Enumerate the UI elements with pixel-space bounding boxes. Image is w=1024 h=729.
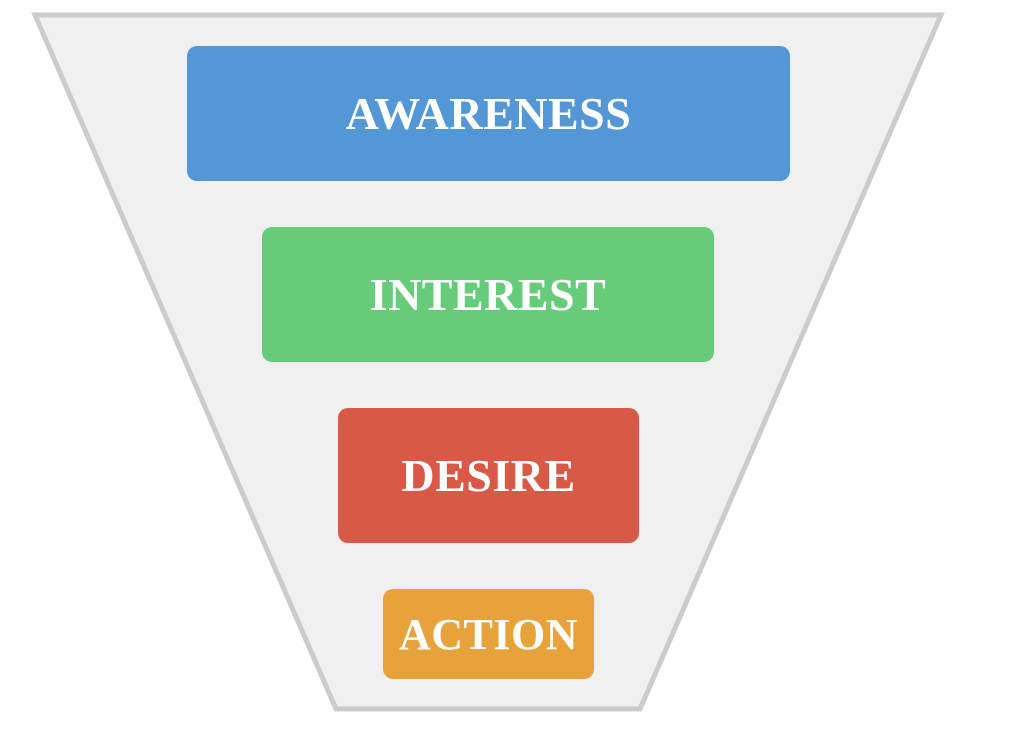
stage-interest-label: INTEREST bbox=[369, 269, 607, 320]
stage-awareness-label: AWARENESS bbox=[345, 88, 632, 139]
stage-awareness: AWARENESS bbox=[187, 46, 790, 181]
stage-action-label: ACTION bbox=[398, 609, 579, 659]
stage-desire-label: DESIRE bbox=[401, 450, 576, 501]
stage-desire: DESIRE bbox=[338, 408, 639, 543]
stage-action: ACTION bbox=[383, 589, 594, 679]
funnel-outline bbox=[31, 12, 945, 712]
stage-interest: INTEREST bbox=[262, 227, 714, 362]
